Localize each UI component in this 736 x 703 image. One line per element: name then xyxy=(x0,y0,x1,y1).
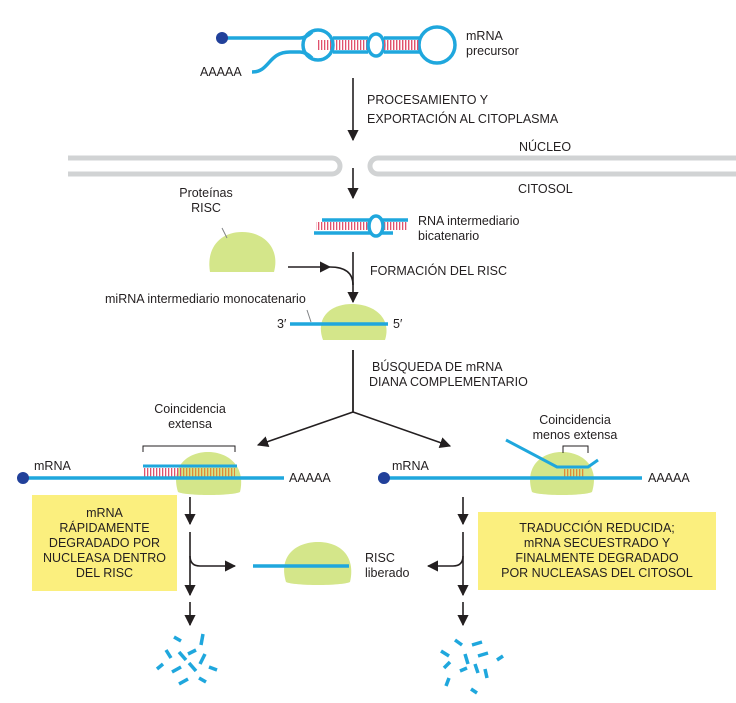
outcome-line: mRNA xyxy=(86,505,123,520)
risc-loaded xyxy=(320,304,387,340)
right-mirna xyxy=(505,438,599,469)
arrow-branch-left xyxy=(256,411,354,447)
label-polya-top: AAAAA xyxy=(200,65,242,79)
label-step-risc-formation: FORMACIÓN DEL RISC xyxy=(370,264,508,278)
mrna-precursor xyxy=(216,25,457,74)
outcome-line: DEL RISC xyxy=(75,565,134,580)
left-cap-icon xyxy=(17,472,29,484)
outcome-line: DEGRADADO POR xyxy=(48,535,161,550)
label-5-prime: 5′ xyxy=(393,317,403,331)
right-target-complex xyxy=(378,438,642,495)
label-step-search: BÚSQUEDA DE mRNA DIANA COMPLEMENTARIO xyxy=(369,360,528,390)
outcome-line: RÁPIDAMENTE xyxy=(59,520,150,535)
risc-leader-line xyxy=(221,227,228,239)
right-cap-icon xyxy=(378,472,390,484)
label-line: Coincidencia xyxy=(154,402,226,416)
left-degraded-fragments xyxy=(155,633,218,686)
cap-icon xyxy=(216,32,228,44)
ds-rna-intermediate xyxy=(314,214,408,238)
label-line: RISC xyxy=(365,551,395,565)
outcome-line: FINALMENTE DEGRADADO xyxy=(515,551,679,565)
label-left-match: Coincidencia extensa xyxy=(140,402,240,432)
outcome-box-left: mRNA RÁPIDAMENTE DEGRADADO POR NUCLEASA … xyxy=(32,495,177,591)
label-line: liberado xyxy=(365,566,410,580)
right-match-bracket xyxy=(562,445,589,453)
label-line: RNA intermediario xyxy=(418,214,520,228)
label-left-mrna: mRNA xyxy=(34,459,71,473)
label-right-match: Coincidencia menos extensa xyxy=(525,413,625,443)
label-cytosol: CITOSOL xyxy=(518,182,573,196)
label-line: Coincidencia xyxy=(539,413,611,427)
label-line: mRNA xyxy=(466,29,503,43)
label-line: RISC xyxy=(191,201,221,215)
risc-protein xyxy=(209,232,276,272)
label-risc-released: RISC liberado xyxy=(365,551,409,581)
label-step-processing: PROCESAMIENTO Y EXPORTACIÓN AL CITOPLASM… xyxy=(367,91,558,129)
label-line: extensa xyxy=(168,417,212,431)
label-line: DIANA COMPLEMENTARIO xyxy=(369,375,528,389)
mirna-leader-line xyxy=(306,309,312,323)
label-ds-intermediate: RNA intermediario bicatenario xyxy=(418,214,519,244)
arrow-left-release xyxy=(189,555,237,572)
label-line: Proteínas xyxy=(179,186,233,200)
right-degraded-fragments xyxy=(440,638,504,695)
outcome-line: mRNA SECUESTRADO Y xyxy=(523,536,671,550)
outcome-line: TRADUCCIÓN REDUCIDA; xyxy=(519,521,675,535)
label-right-mrna: mRNA xyxy=(392,459,429,473)
label-mrna-precursor: mRNA precursor xyxy=(466,29,519,59)
arrow-branch-right xyxy=(352,411,452,448)
left-target-complex xyxy=(17,445,284,495)
label-line: bicatenario xyxy=(418,229,480,243)
label-line: menos extensa xyxy=(532,428,618,442)
label-ss-intermediate: miRNA intermediario monocatenario xyxy=(105,292,306,306)
outcome-box-right: TRADUCCIÓN REDUCIDA; mRNA SECUESTRADO Y … xyxy=(478,512,716,590)
label-line: precursor xyxy=(466,44,519,58)
label-line: BÚSQUEDA DE mRNA xyxy=(372,360,503,374)
released-risc xyxy=(284,542,352,585)
left-match-bracket xyxy=(142,445,236,452)
label-3-prime: 3′ xyxy=(277,317,287,331)
label-nucleus: NÚCLEO xyxy=(519,140,572,154)
label-line: EXPORTACIÓN AL CITOPLASMA xyxy=(367,112,559,126)
label-risc-proteins: Proteínas RISC xyxy=(172,186,240,216)
outcome-line: NUCLEASA DENTRO xyxy=(43,550,166,565)
arrow-right-release xyxy=(426,555,464,572)
label-right-polya: AAAAA xyxy=(648,471,690,485)
nuclear-envelope xyxy=(68,155,736,177)
label-line: PROCESAMIENTO Y xyxy=(367,93,489,107)
label-left-polya: AAAAA xyxy=(289,471,331,485)
outcome-line: POR NUCLEASAS DEL CITOSOL xyxy=(501,566,693,580)
